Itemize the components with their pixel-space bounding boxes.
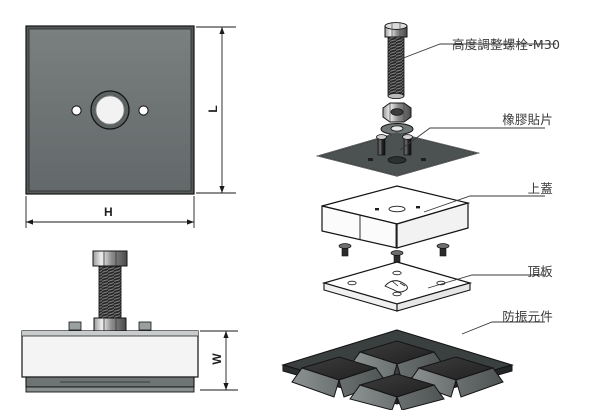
- isolator-pyramid-front: [349, 373, 445, 410]
- part-top-cover: [321, 185, 471, 249]
- dimension-label-L: L: [206, 105, 220, 113]
- assembly-screws: [338, 243, 450, 264]
- dimension-H: [25, 196, 195, 228]
- label-bolt: 高度調整螺栓-M30: [452, 37, 561, 52]
- dimension-L: [196, 26, 236, 194]
- dimension-label-H: H: [104, 205, 113, 219]
- label-rubber-pad: 橡膠貼片: [502, 112, 553, 127]
- part-isolator: [281, 329, 514, 410]
- leader-top-plate: [427, 274, 545, 289]
- part-hex-nut: [382, 102, 412, 123]
- isolator-pyramid-right: [408, 356, 504, 398]
- dimension-W: [200, 330, 238, 391]
- part-bolt: [384, 22, 408, 100]
- side-view-group: [21, 250, 199, 393]
- label-top-plate: 頂板: [527, 264, 553, 279]
- dimension-label-W: W: [210, 353, 224, 365]
- leader-isolator: [461, 321, 545, 335]
- leader-rubber-pad: [399, 127, 545, 151]
- part-washer: [380, 123, 414, 135]
- label-isolator: 防振元件: [502, 309, 553, 324]
- part-top-plate: [321, 261, 473, 312]
- part-rubber-pad: [315, 132, 481, 177]
- leader-bolt: [392, 43, 556, 63]
- label-top-cover: 上蓋: [527, 181, 553, 196]
- leader-top-cover: [423, 195, 545, 213]
- top-view-group: [25, 25, 195, 195]
- leader-lines: [392, 43, 556, 335]
- isolator-pyramid-left: [291, 356, 387, 398]
